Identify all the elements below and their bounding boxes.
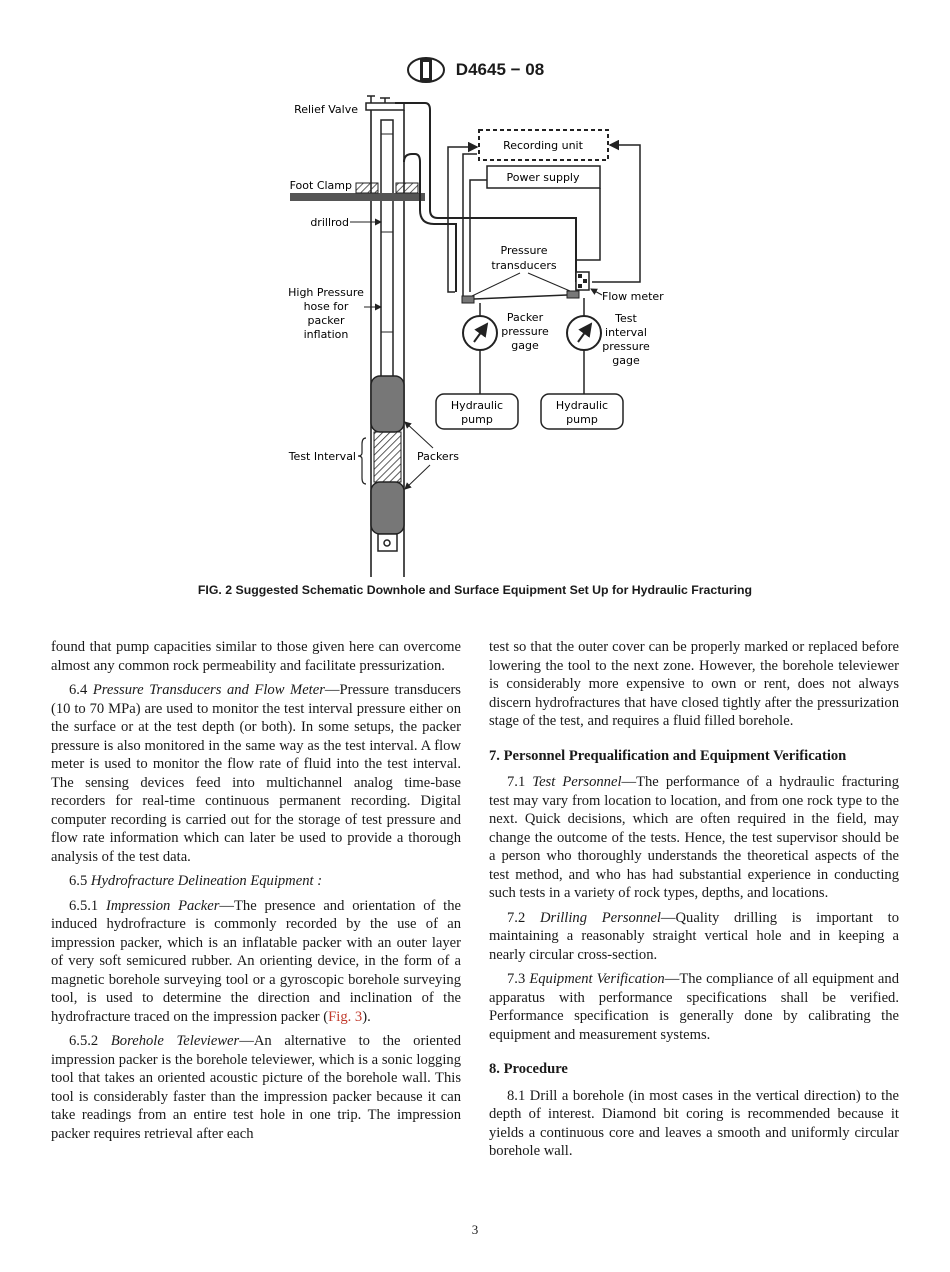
page-number: 3 — [471, 1222, 479, 1237]
label-pump-a-2: pump — [461, 413, 493, 426]
heading-section-8: 8. Procedure — [489, 1061, 568, 1077]
label-test-4: gage — [612, 354, 640, 367]
label-packer-1: Packer — [507, 311, 544, 324]
paragraph: test so that the outer cover can be prop… — [489, 639, 899, 729]
label-pressure: Pressure — [501, 244, 548, 257]
label-packer-2: pressure — [501, 325, 549, 338]
page-header: D4645 − 08 — [0, 56, 950, 84]
label-hp-hose-2: hose for — [304, 300, 349, 313]
lower-packer — [370, 481, 405, 535]
label-flow-meter: Flow meter — [602, 290, 664, 303]
label-test-2: interval — [605, 326, 647, 339]
foot-clamp — [290, 182, 425, 201]
label-transducers: transducers — [491, 259, 557, 272]
flow-meter-icon — [575, 271, 590, 291]
paragraph: found that pump capacities similar to th… — [51, 639, 461, 674]
label-hp-hose-4: inflation — [304, 328, 349, 341]
heading-section-7: 7. Personnel Prequalification and Equipm… — [489, 747, 847, 764]
section-8-1: 8.1 Drill a borehole (in most cases in t… — [489, 1087, 899, 1160]
figure-caption: FIG. 2 Suggested Schematic Downhole and … — [197, 583, 753, 597]
section-7-1: 7.1 Test Personnel—The performance of a … — [489, 774, 899, 901]
label-drillrod: drillrod — [310, 216, 349, 229]
label-packers: Packers — [417, 450, 459, 463]
astm-logo-icon — [406, 57, 445, 83]
equipment-schematic: Relief Valve Foot Clamp drillrod High Pr… — [288, 95, 664, 577]
hydraulic-pump-b — [540, 393, 624, 430]
label-hp-hose-1: High Pressure — [288, 286, 364, 299]
hydraulic-pump-a — [435, 393, 519, 430]
label-test-1: Test — [614, 312, 637, 325]
packer-transducer-icon — [461, 295, 475, 304]
power-supply-box — [486, 165, 601, 189]
section-7-2: 7.2 Drilling Personnel—Quality drilling … — [489, 909, 899, 963]
label-test-3: pressure — [602, 340, 650, 353]
standard-designation: D4645 − 08 — [455, 60, 545, 79]
label-pump-b-2: pump — [566, 413, 598, 426]
section-6-5-1: 6.5.1 Impression Packer—The presence and… — [51, 897, 461, 1025]
interval-transducer-icon — [566, 290, 580, 299]
right-column: test so that the outer cover can be prop… — [489, 638, 899, 1167]
label-packer-3: gage — [511, 339, 539, 352]
section-7-3: 7.3 Equipment Verification—The complianc… — [489, 971, 899, 1043]
upper-packer — [370, 375, 405, 433]
label-power-supply: Power supply — [507, 171, 580, 184]
label-foot-clamp: Foot Clamp — [290, 179, 352, 192]
relief-valve-icon — [365, 95, 405, 111]
test-interval-zone — [373, 431, 402, 483]
label-recording-unit: Recording unit — [503, 139, 584, 152]
label-test-interval: Test Interval — [288, 450, 356, 463]
section-6-5-2: 6.5.2 Borehole Televiewer—An alternative… — [51, 1033, 461, 1142]
left-column: found that pump capacities similar to th… — [51, 638, 461, 1149]
label-pump-a-1: Hydraulic — [451, 399, 503, 412]
label-relief-valve: Relief Valve — [294, 103, 358, 116]
label-hp-hose-3: packer — [307, 314, 345, 327]
fig3-link[interactable]: Fig. 3 — [328, 1008, 363, 1025]
section-6-4: 6.4 Pressure Transducers and Flow Meter—… — [51, 682, 461, 865]
recording-unit-box — [478, 129, 609, 161]
section-6-5: 6.5 Hydrofracture Delineation Equipment … — [69, 873, 323, 889]
label-pump-b-1: Hydraulic — [556, 399, 608, 412]
